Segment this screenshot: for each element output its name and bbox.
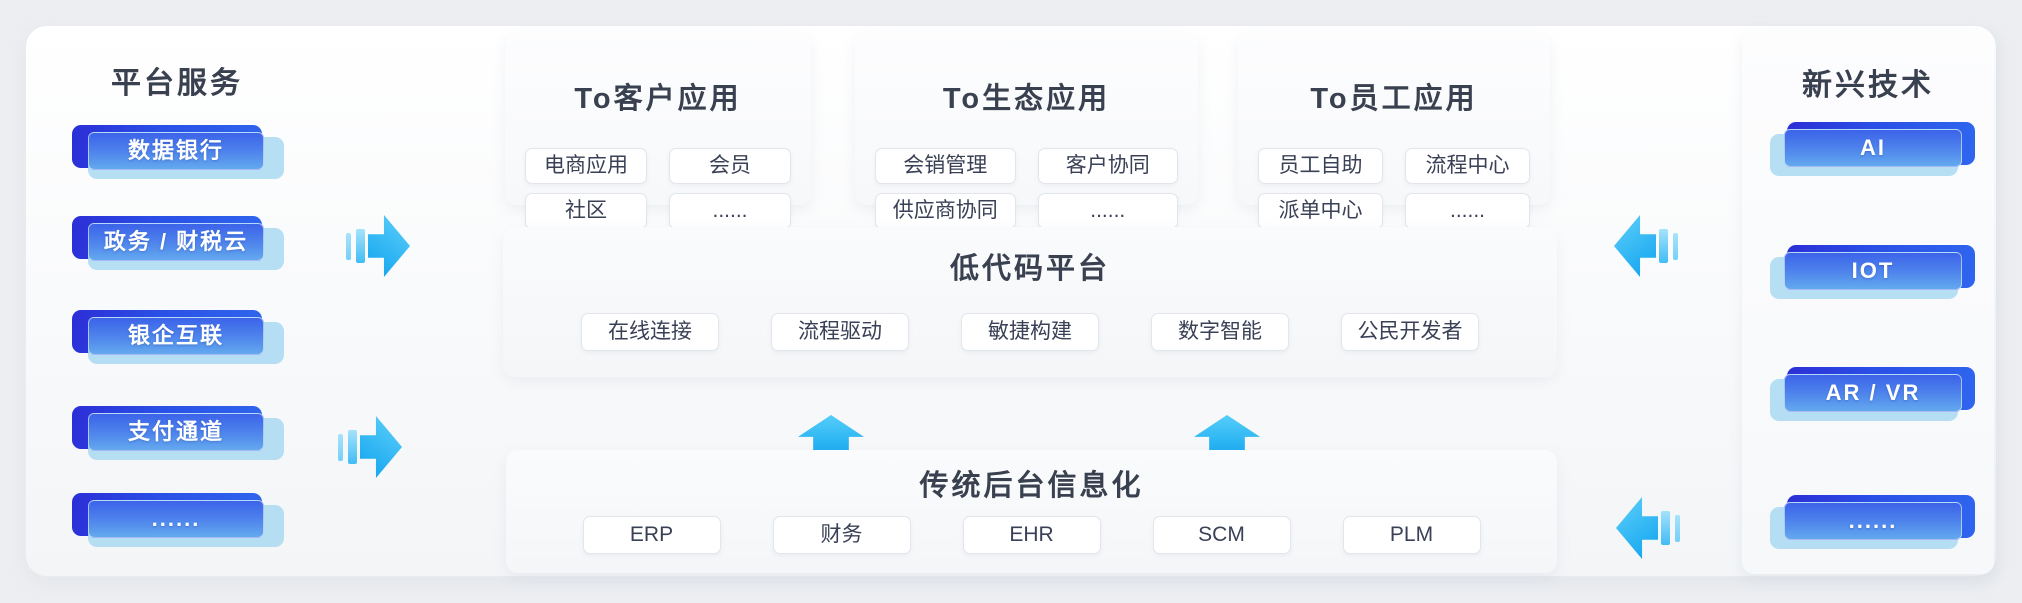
tag: ...... — [669, 193, 791, 229]
tag: 敏捷构建 — [961, 313, 1099, 351]
card-title: To员工应用 — [1310, 83, 1478, 115]
tag: ERP — [582, 516, 721, 554]
platform-item-label: 政务 / 财税云 — [88, 223, 264, 261]
tag: 员工自助 — [1258, 148, 1383, 184]
tech-item-label: AI — [1784, 129, 1962, 167]
tag: 客户协同 — [1037, 148, 1178, 184]
panel-tags: 在线连接 流程驱动 敏捷构建 数字智能 公民开发者 — [503, 313, 1557, 351]
platform-item-bank-enterprise: 银企互联 — [72, 310, 284, 366]
panel-title: 低代码平台 — [949, 253, 1110, 285]
tag: 社区 — [525, 193, 647, 229]
card-title: To生态应用 — [942, 83, 1111, 115]
panel-legacy-backoffice: 传统后台信息化 ERP 财务 EHR SCM PLM — [506, 450, 1557, 573]
panel-tags: ERP 财务 EHR SCM PLM — [506, 516, 1557, 554]
tech-item-label: IOT — [1784, 252, 1962, 290]
tag: 数字智能 — [1151, 313, 1289, 351]
panel-title: 传统后台信息化 — [919, 470, 1144, 502]
tech-item-more: ...... — [1770, 495, 1975, 549]
arrow-left-icon — [1616, 497, 1680, 559]
tech-item-ar-vr: AR / VR — [1770, 367, 1975, 421]
tech-item-ai: AI — [1770, 122, 1975, 176]
platform-item-label: 数据银行 — [88, 132, 264, 170]
tag: ...... — [1037, 193, 1178, 229]
tag: 供应商协同 — [875, 193, 1016, 229]
tag: 会销管理 — [875, 148, 1016, 184]
tag: EHR — [962, 516, 1101, 554]
tag: SCM — [1152, 516, 1291, 554]
card-tags: 电商应用 会员 社区 ...... — [505, 148, 811, 229]
arrow-left-icon — [1614, 215, 1678, 277]
panel-low-code-platform: 低代码平台 在线连接 流程驱动 敏捷构建 数字智能 公民开发者 — [503, 227, 1557, 377]
tag: 公民开发者 — [1341, 313, 1479, 351]
tag: 电商应用 — [525, 148, 647, 184]
platform-item-payment-channel: 支付通道 — [72, 406, 284, 462]
card-title: To客户应用 — [574, 83, 742, 115]
tag: 流程驱动 — [771, 313, 909, 351]
card-tags: 会销管理 客户协同 供应商协同 ...... — [855, 148, 1198, 229]
platform-item-gov-tax-cloud: 政务 / 财税云 — [72, 216, 284, 272]
tag: 流程中心 — [1405, 148, 1530, 184]
tag: 派单中心 — [1258, 193, 1383, 229]
platform-item-data-bank: 数据银行 — [72, 125, 284, 181]
arrow-right-icon — [346, 215, 410, 277]
tag: 在线连接 — [581, 313, 719, 351]
platform-services-title: 平台服务 — [111, 67, 243, 100]
tech-item-label: ...... — [1784, 502, 1962, 540]
platform-item-more: ...... — [72, 493, 284, 549]
tech-item-label: AR / VR — [1784, 374, 1962, 412]
card-emerging-tech: 新兴技术 AI IOT AR / VR ...... — [1742, 30, 1994, 574]
tag: PLM — [1342, 516, 1481, 554]
emerging-tech-title: 新兴技术 — [1802, 69, 1934, 102]
card-customer-apps: To客户应用 电商应用 会员 社区 ...... — [505, 33, 811, 229]
tag: ...... — [1405, 193, 1530, 229]
tag: 会员 — [669, 148, 791, 184]
arrow-right-icon — [338, 416, 402, 478]
tech-item-iot: IOT — [1770, 245, 1975, 299]
tag: 财务 — [772, 516, 911, 554]
platform-item-label: ...... — [88, 500, 264, 538]
platform-item-label: 银企互联 — [88, 317, 264, 355]
platform-item-label: 支付通道 — [88, 413, 264, 451]
card-employee-apps: To员工应用 员工自助 流程中心 派单中心 ...... — [1238, 33, 1550, 229]
card-ecosystem-apps: To生态应用 会销管理 客户协同 供应商协同 ...... — [855, 33, 1198, 229]
card-tags: 员工自助 流程中心 派单中心 ...... — [1238, 148, 1550, 229]
